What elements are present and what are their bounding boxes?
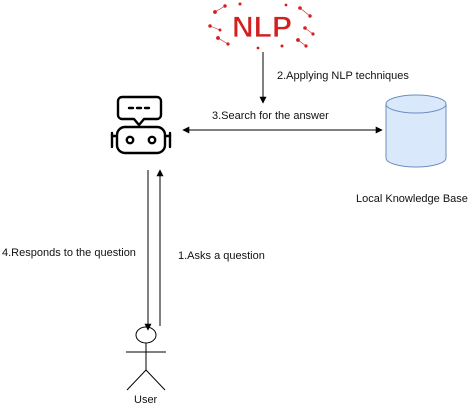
stick-figure-icon <box>126 326 166 391</box>
step4-label: 4.Responds to the question <box>2 247 136 259</box>
nlp-logo-text: NLP <box>232 11 292 44</box>
step1-label: 1.Asks a question <box>178 250 265 262</box>
knowledge-base-label: Local Knowledge Base <box>356 193 468 205</box>
step3-label: 3.Search for the answer <box>212 110 329 122</box>
nlp-logo: NLP <box>208 2 315 50</box>
user-label: User <box>134 394 158 406</box>
database-cylinder-icon <box>385 94 447 168</box>
robot-icon <box>110 95 172 155</box>
network-dots <box>208 2 315 50</box>
step2-label: 2.Applying NLP techniques <box>277 70 409 82</box>
